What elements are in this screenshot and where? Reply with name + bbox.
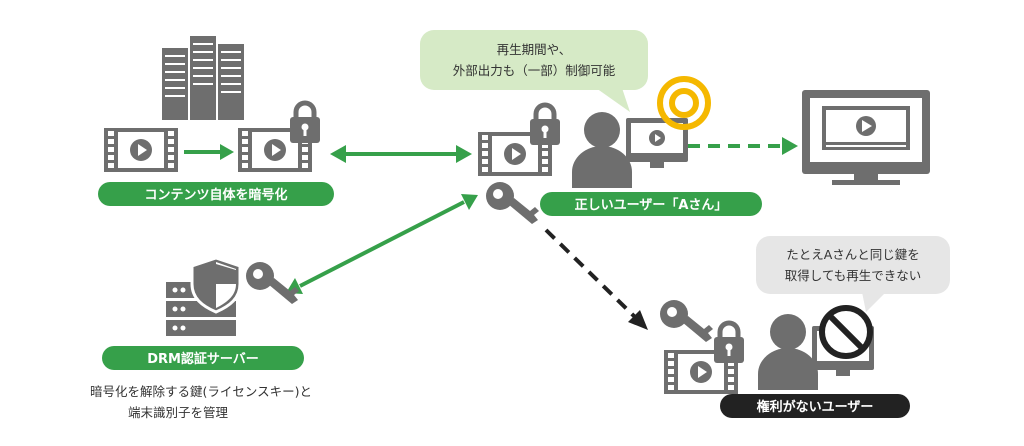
legit-user-icon — [572, 112, 632, 188]
unauthorized-arrow — [544, 228, 648, 330]
target-icon — [657, 76, 711, 130]
control-bubble-line2: 外部出力も（一部）制御可能 — [453, 63, 616, 78]
denied-bubble-line2: 取得しても再生できない — [785, 268, 922, 283]
content-transfer-arrow — [330, 145, 472, 163]
legit-user-text: 正しいユーザー「Aさん」 — [575, 197, 728, 213]
content-server-icon — [162, 36, 244, 120]
drm-caption-line1: 暗号化を解除する鍵(ライセンスキー)と — [90, 384, 312, 399]
license-key-icon — [486, 182, 539, 224]
plain-video-film-icon — [104, 128, 178, 172]
denied-speech-bubble: たとえAさんと同じ鍵を 取得しても再生できない — [756, 236, 950, 312]
unauthorized-padlock-icon — [714, 323, 744, 363]
shield-icon — [190, 256, 242, 314]
external-output-arrow — [688, 137, 798, 155]
unauthorized-user-icon — [758, 314, 818, 390]
drm-server-text: DRM認証サーバー — [147, 351, 259, 367]
legit-user-label: 正しいユーザー「Aさん」 — [540, 192, 762, 216]
drm-caption-line2: 端末識別子を管理 — [128, 405, 229, 420]
no-rights-user-text: 権利がないユーザー — [757, 399, 874, 415]
control-speech-bubble: 再生期間や、 外部出力も（一部）制御可能 — [420, 30, 648, 112]
copied-key-icon — [660, 300, 713, 342]
external-monitor-icon — [802, 90, 930, 185]
user-padlock-icon — [530, 105, 560, 145]
padlock-icon — [290, 103, 320, 143]
encrypt-content-text: コンテンツ自体を暗号化 — [144, 187, 287, 203]
drm-arrow — [286, 194, 478, 294]
no-rights-user-label: 権利がないユーザー — [720, 394, 910, 418]
drm-key-icon — [246, 262, 299, 304]
encrypt-content-label: コンテンツ自体を暗号化 — [98, 182, 334, 206]
prohibited-icon — [819, 305, 873, 359]
control-bubble-line1: 再生期間や、 — [497, 42, 572, 57]
encrypt-arrow — [184, 144, 234, 160]
drm-server-label: DRM認証サーバー — [102, 346, 304, 370]
denied-bubble-line1: たとえAさんと同じ鍵を — [786, 247, 920, 262]
